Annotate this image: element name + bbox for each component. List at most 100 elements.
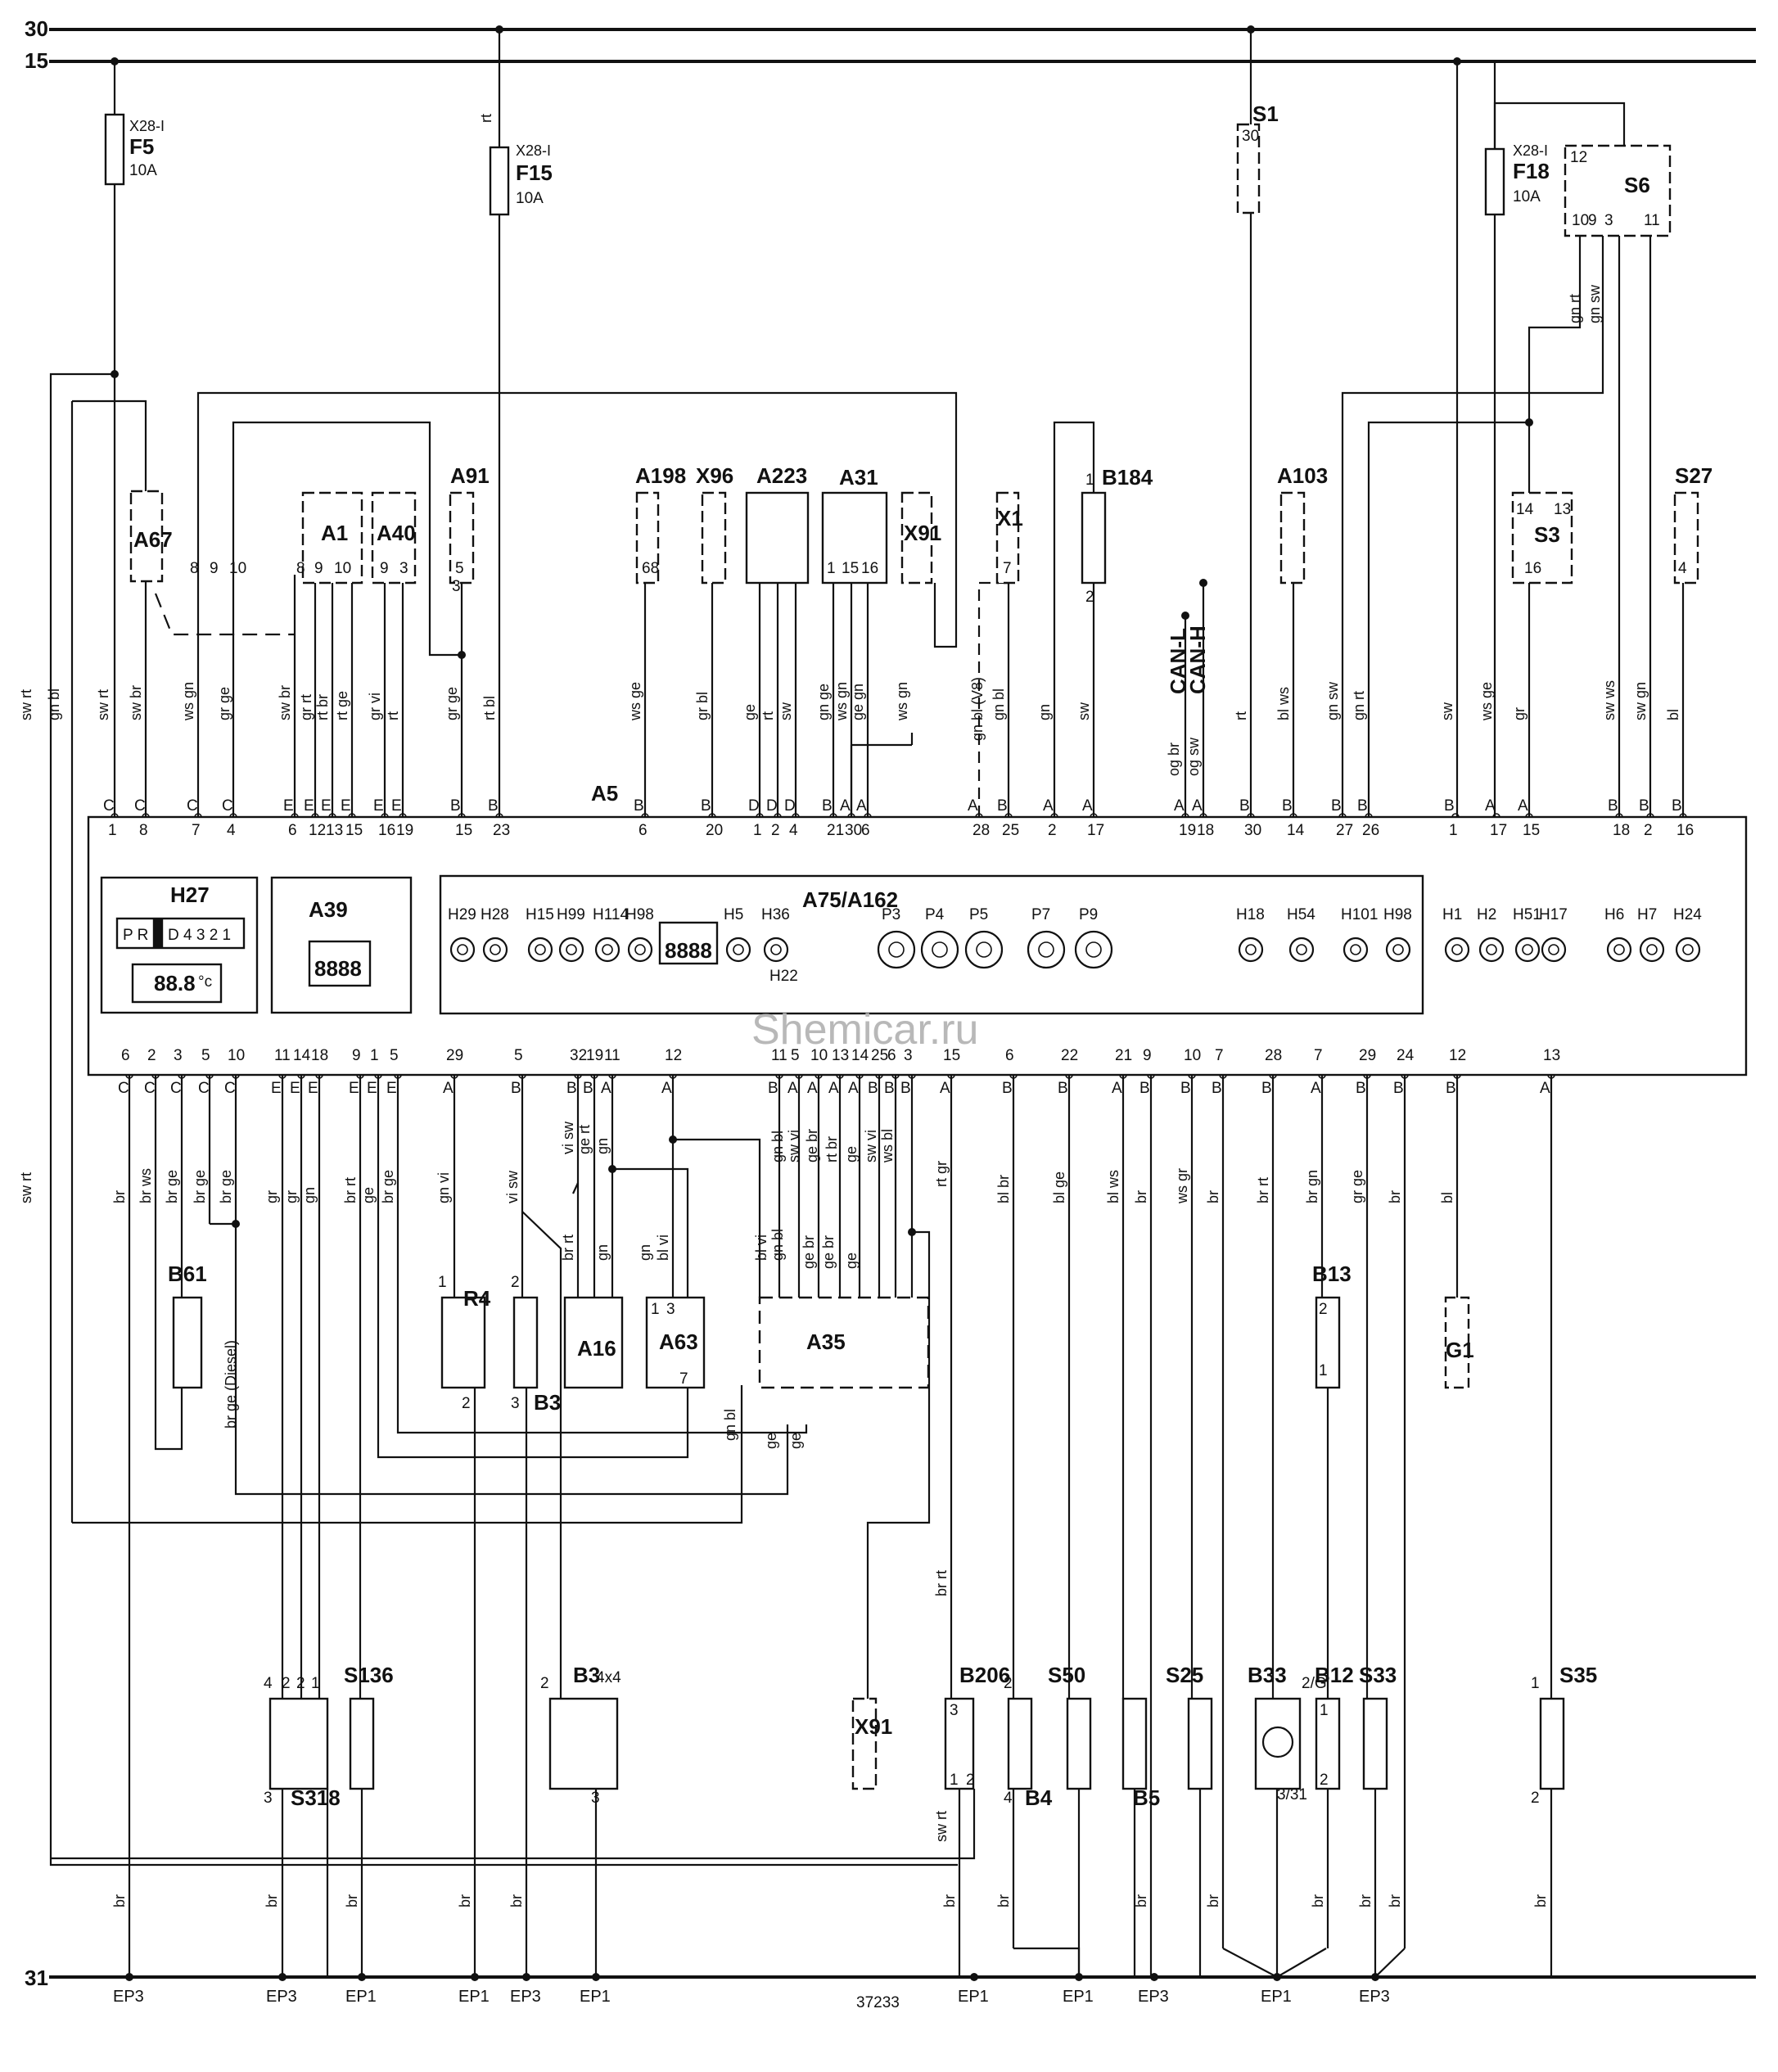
pin-letter: A	[1485, 797, 1496, 815]
ground-label: EP1	[958, 1988, 989, 2006]
pin-letter: A	[840, 797, 851, 815]
a31-label: A31	[839, 465, 878, 490]
pin-number: 11	[771, 1047, 787, 1064]
wire-color-label: rt	[1233, 711, 1249, 720]
wire-color-label: gn	[637, 1244, 653, 1261]
pin-number: 5	[201, 1047, 210, 1064]
switch-s1-box	[1236, 123, 1261, 214]
pin-letter: C	[144, 1080, 156, 1097]
junction-dot	[608, 1165, 616, 1173]
pin-number: 2	[771, 822, 780, 839]
indicator-h99-icon	[558, 937, 584, 963]
wire-color-label: br	[344, 1894, 360, 1907]
pin-letter: C	[170, 1080, 182, 1097]
x91-bottom-label: X91	[855, 1714, 892, 1739]
temp-display-unit: °c	[198, 973, 212, 991]
s136-label: S136	[344, 1663, 394, 1687]
indicator-label: H24	[1673, 906, 1702, 923]
wire-color-label: sw gn	[1632, 682, 1649, 720]
indicator-inner	[1038, 941, 1054, 958]
wire-color-label: ge rt	[576, 1125, 593, 1154]
connector-a1-box	[301, 491, 363, 585]
wire-color-label: br	[941, 1894, 958, 1907]
x96-label: X96	[696, 463, 733, 488]
wire-color-label: sw br	[128, 685, 144, 720]
pin-letter: A	[828, 1080, 839, 1097]
pin-number: 16	[1676, 822, 1694, 839]
wire	[232, 421, 462, 817]
pin-number: 6	[861, 822, 870, 839]
a16-label: A16	[577, 1336, 616, 1361]
s35-label: S35	[1559, 1663, 1597, 1687]
can-h-label: CAN-H	[1185, 625, 1210, 694]
pin-letter: B	[634, 797, 644, 815]
component-pin-number: 2	[462, 1395, 471, 1412]
s6-label: S6	[1624, 173, 1650, 197]
wire-color-label: sw rt	[18, 1172, 34, 1203]
wire-color-label: rt	[385, 711, 401, 720]
pin-number: 6	[121, 1047, 130, 1064]
indicator-h101-icon	[1343, 937, 1369, 963]
pin-number: 7	[192, 822, 201, 839]
indicator-h36-icon	[763, 937, 789, 963]
pin-letter: B	[1608, 797, 1618, 815]
pin-number: 22	[1061, 1047, 1078, 1064]
wire-color-label: gn	[594, 1138, 611, 1154]
pin-letter: B	[488, 797, 499, 815]
pin-number: 7	[1215, 1047, 1224, 1064]
ground-label: EP3	[1138, 1988, 1169, 2006]
component-pin-number: 5	[455, 560, 464, 577]
wire-color-label: br	[264, 1894, 280, 1907]
pin-number: 26	[1362, 822, 1379, 839]
switch-s33-box	[1362, 1697, 1388, 1790]
module-a223-box	[745, 491, 810, 585]
r4-label: R4	[463, 1286, 491, 1311]
wire-color-label: sw	[1076, 702, 1092, 720]
pin-number: 6	[288, 822, 297, 839]
pin-letter: C	[134, 797, 146, 815]
pin-letter: A	[1311, 1080, 1321, 1097]
s3-label: S3	[1534, 522, 1560, 547]
pin-number: 28	[1265, 1047, 1282, 1064]
wire-color-label: gn	[301, 1187, 318, 1203]
pin-number: 15	[345, 822, 363, 839]
a35-label: A35	[806, 1329, 846, 1354]
wire-color-label: ge	[843, 1146, 860, 1162]
sensor-b4-box	[1007, 1697, 1033, 1790]
indicator-h7-icon	[1639, 937, 1665, 963]
wire-color-label: br	[1387, 1190, 1403, 1203]
pin-letter: E	[341, 797, 351, 815]
wire-color-label: ws ge	[1478, 682, 1495, 721]
component-pin-number: 3	[666, 1301, 675, 1318]
indicator-h114-icon	[594, 937, 620, 963]
component-pin-number: 1	[651, 1301, 660, 1318]
pin-letter: B	[1331, 797, 1342, 815]
s33-label: S33	[1359, 1663, 1397, 1687]
b61-label: B61	[168, 1262, 207, 1286]
pin-number: 11	[604, 1047, 620, 1064]
pin-letter: A	[807, 1080, 818, 1097]
wire-color-label: br	[1205, 1190, 1221, 1203]
pin-letter: C	[118, 1080, 129, 1097]
component-pin-number: 2	[511, 1274, 520, 1291]
ground-junction	[358, 1973, 366, 1981]
component-pin-number: 1	[1085, 472, 1094, 489]
pin-number: 7	[1314, 1047, 1323, 1064]
pin-number: 12	[1449, 1047, 1466, 1064]
module-a63-box	[645, 1296, 706, 1389]
pin-number: 1	[108, 822, 117, 839]
wire-color-label: gr ge	[216, 687, 232, 720]
pin-letter: C	[222, 797, 233, 815]
indicator-h29-icon	[449, 937, 476, 963]
junction-dot	[458, 651, 466, 659]
wire-color-label: ge	[843, 1253, 860, 1269]
pin-number: 2	[147, 1047, 156, 1064]
g1-label: G1	[1446, 1338, 1474, 1362]
pin-letter: E	[283, 797, 294, 815]
pin-letter: B	[997, 797, 1008, 815]
pin-letter: A	[1112, 1080, 1122, 1097]
h27-label: H27	[170, 883, 210, 907]
module-a16-box	[563, 1296, 624, 1389]
indicator-label: H98	[1383, 906, 1412, 923]
b33-label: B33	[1248, 1663, 1287, 1687]
